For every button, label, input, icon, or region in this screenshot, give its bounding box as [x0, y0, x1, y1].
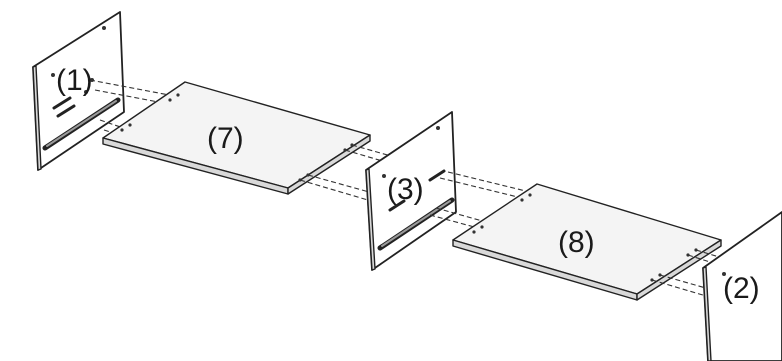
- part-label-8: (8): [558, 226, 595, 259]
- divider-panel-middle: [365, 111, 457, 271]
- shelf-panel-lower: [452, 183, 722, 301]
- side-panel-right: [702, 211, 782, 361]
- part-label-2: (2): [723, 272, 760, 305]
- part-label-1: (1): [56, 64, 93, 97]
- shelf-panel-upper: [102, 81, 371, 195]
- guide-lines-3-8: [429, 171, 539, 229]
- part-label-7: (7): [207, 122, 244, 155]
- part-label-3: (3): [387, 173, 424, 206]
- side-panel-left: [32, 11, 125, 171]
